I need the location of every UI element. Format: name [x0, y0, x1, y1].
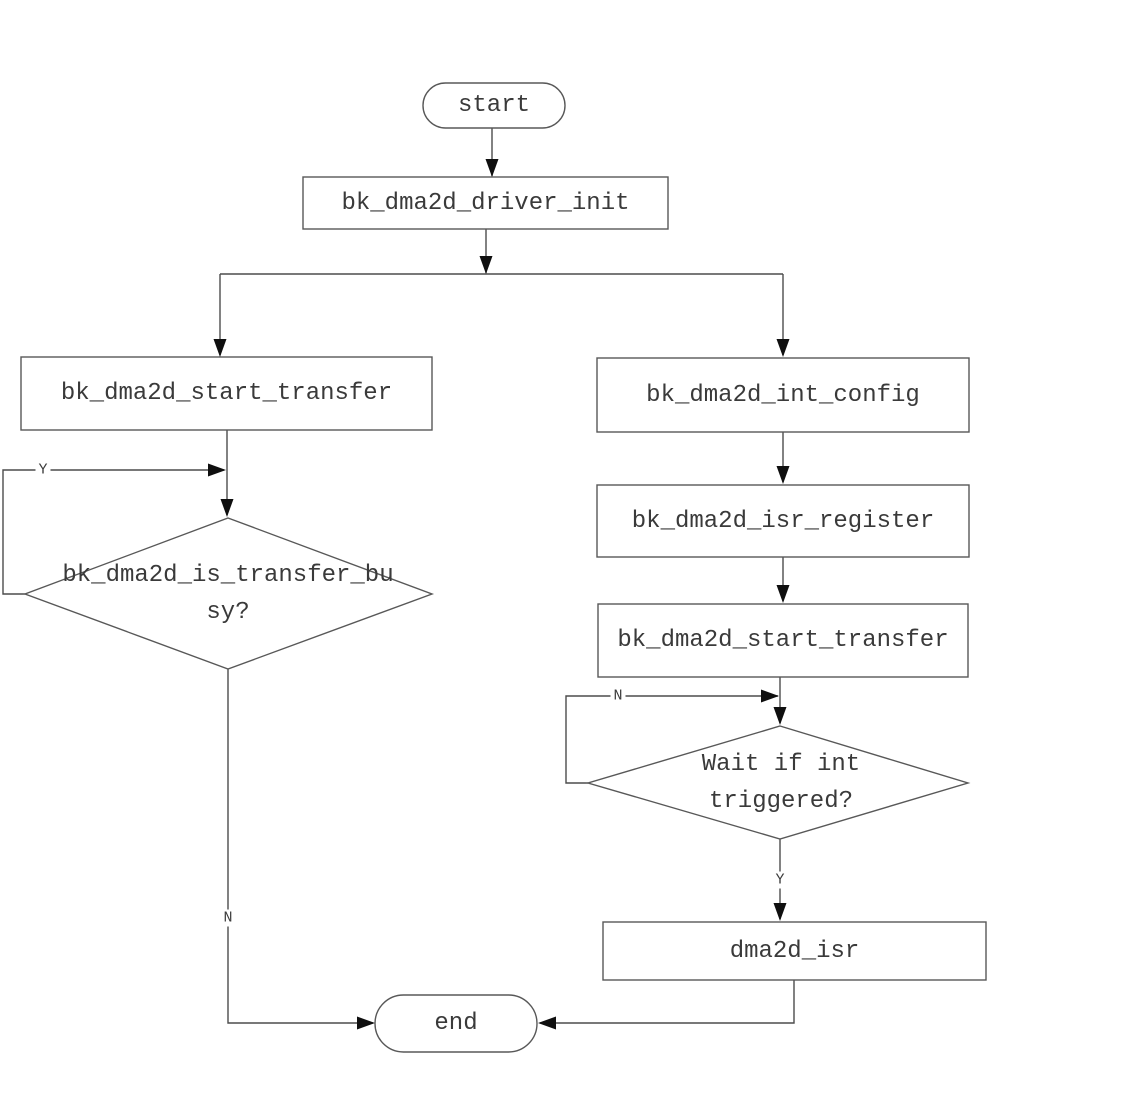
arrowhead-into-dma2d-isr	[773, 903, 787, 921]
arrowhead-into-driver-init	[485, 159, 499, 177]
connector-dma2d-isr-to-end	[540, 980, 795, 1024]
node-driver-init-shape	[302, 176, 669, 230]
arrowhead-wait-no-loop	[761, 689, 779, 703]
connector-busy-yes-loop	[2, 469, 224, 595]
arrowhead-into-end-right	[538, 1016, 556, 1030]
node-dma2d-isr-shape	[602, 921, 987, 981]
arrowhead-into-end-left	[357, 1016, 375, 1030]
arrowhead-into-wait-decision	[773, 707, 787, 725]
node-wait-int-triggered-diamond	[585, 725, 971, 840]
arrowhead-into-start-transfer-left	[213, 339, 227, 357]
arrowhead-busy-yes-loop	[208, 463, 226, 477]
arrowhead-into-busy-decision	[220, 499, 234, 517]
node-start-transfer-right-shape	[597, 603, 969, 678]
node-start-transfer-left-shape	[20, 356, 433, 431]
arrowhead-into-split	[479, 256, 493, 274]
node-start-shape	[422, 82, 566, 129]
arrowhead-into-int-config	[776, 339, 790, 357]
connector-busy-no-to-end	[227, 669, 373, 1024]
arrowhead-into-start-transfer-right	[776, 585, 790, 603]
node-end-shape	[374, 994, 538, 1053]
node-isr-register-shape	[596, 484, 970, 558]
node-int-config-shape	[596, 357, 970, 433]
node-is-transfer-busy-diamond	[22, 517, 435, 670]
connector-wait-no-loop	[565, 695, 778, 784]
arrowhead-into-isr-register	[776, 466, 790, 484]
